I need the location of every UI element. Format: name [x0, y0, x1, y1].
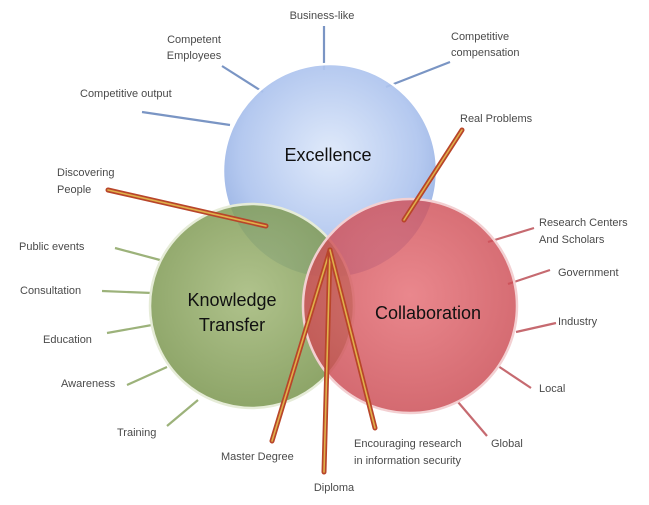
double-connectors [105, 127, 465, 475]
label-competitive-compensation-2: compensation [451, 47, 520, 59]
spoke-public-events [114, 246, 161, 262]
spoke-education [106, 323, 153, 335]
label-public-events: Public events [19, 241, 85, 253]
knowledge-title-line2: Transfer [199, 315, 265, 335]
label-local: Local [539, 383, 565, 395]
label-real-problems: Real Problems [460, 113, 533, 125]
label-consultation: Consultation [20, 285, 81, 297]
spoke-training [166, 399, 199, 427]
excellence-title: Excellence [284, 145, 371, 165]
label-research-centers-1: Research Centers [539, 217, 628, 229]
label-global: Global [491, 438, 523, 450]
spoke-awareness [126, 365, 168, 387]
spoke-global [457, 401, 488, 437]
label-awareness: Awareness [61, 378, 116, 390]
label-diploma: Diploma [314, 482, 355, 494]
spoke-competitive-compensation [385, 60, 451, 89]
label-training: Training [117, 427, 156, 439]
label-encouraging-1: Encouraging research [354, 438, 462, 450]
label-education: Education [43, 334, 92, 346]
label-encouraging-2: in information security [354, 455, 461, 467]
label-master-degree: Master Degree [221, 451, 294, 463]
collaboration-title: Collaboration [375, 303, 481, 323]
label-research-centers-2: And Scholars [539, 234, 605, 246]
spoke-industry [515, 321, 557, 334]
label-competent-employees-2: Employees [167, 50, 222, 62]
connector-real-problems [401, 127, 465, 223]
label-government: Government [558, 267, 619, 279]
label-industry: Industry [558, 316, 598, 328]
connector-diploma [321, 247, 333, 475]
label-competent-employees-1: Competent [167, 34, 221, 46]
label-competitive-output: Competitive output [80, 88, 172, 100]
spoke-local [497, 365, 532, 389]
spoke-competent-employees [221, 65, 264, 93]
excellence-spokes [141, 26, 451, 127]
connector-discovering-people [105, 187, 269, 229]
label-business-like: Business-like [290, 10, 355, 22]
label-discovering-people-1: Discovering [57, 167, 114, 179]
connector-encouraging-research [327, 247, 378, 431]
connector-master-degree [269, 247, 333, 444]
label-discovering-people-2: People [57, 184, 91, 196]
spoke-research-centers [487, 226, 535, 244]
spoke-consultation [101, 289, 153, 295]
label-competitive-compensation-1: Competitive [451, 31, 509, 43]
spoke-competitive-output [141, 110, 231, 127]
knowledge-spokes [101, 246, 199, 427]
knowledge-title-line1: Knowledge [187, 290, 276, 310]
